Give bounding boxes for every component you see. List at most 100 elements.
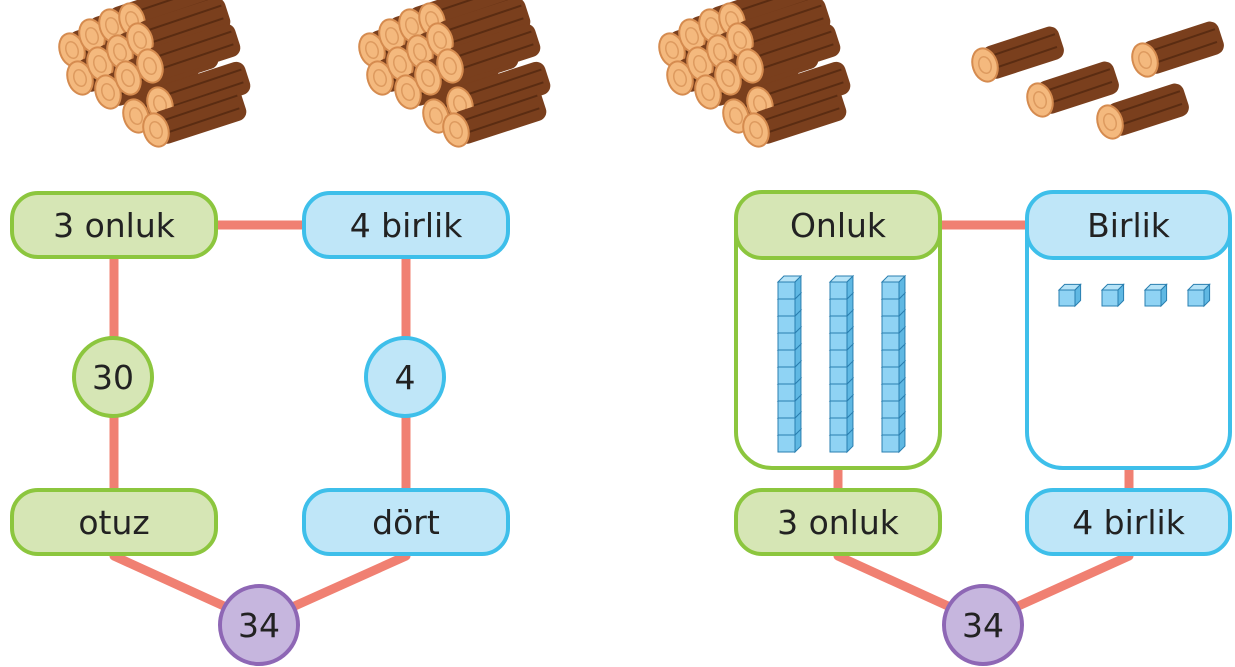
log-ring [721,68,735,88]
log [126,0,231,58]
left-total: 34 [218,584,300,666]
cube-front [829,332,848,351]
log-end [442,112,470,148]
cube-front [777,400,796,419]
log-grain [994,46,1058,70]
log-ring [105,16,119,36]
log-grain [465,107,540,135]
log-ring [978,55,992,75]
cube-front [881,349,900,368]
unit-cube [1186,283,1211,308]
unit-cube [776,308,803,335]
log-ring [733,30,747,50]
log-ring [673,68,687,88]
unit-cube [1057,283,1082,308]
log [1131,21,1224,78]
log-grain [159,94,238,123]
log-grain [453,30,532,59]
log-grain [988,33,1056,58]
log-ring [421,68,435,88]
log-ring [701,82,715,102]
log [726,0,831,58]
log-end [971,47,999,83]
log-grain [735,0,814,13]
log-grain [449,17,524,45]
log [1026,61,1119,118]
log-bundle-3 [658,0,851,148]
log-end [1131,42,1159,78]
log-grain [163,68,242,97]
log-end [1096,104,1124,140]
log-ring [385,26,399,46]
log-ring [743,56,757,76]
log-end [1026,82,1054,118]
cube-front [777,332,796,351]
log [971,26,1064,83]
right-ones-label: 4 birlik [1025,488,1232,556]
cube-front [829,315,848,334]
cube-front [777,315,796,334]
ten-rod [776,274,803,454]
cube-front [777,349,796,368]
log-illustrations [58,0,1224,148]
unit-cube [880,274,907,301]
tens-header: Onluk [734,190,942,260]
single-log-1 [971,26,1064,83]
left-ones-value: 4 [364,336,446,418]
cube-front [881,366,900,385]
log-ring [713,42,727,62]
log-grain [463,68,542,97]
unit-cubes [1057,283,1211,308]
log-grain [1113,90,1181,115]
connector-lines [109,220,1134,627]
log-grain [1148,28,1216,53]
log-grain [753,30,832,59]
left-tens-label: 3 onluk [10,191,218,259]
log-ring [373,68,387,88]
cube-front [881,417,900,436]
log [742,87,847,148]
left-tens-word: otuz [10,488,218,556]
log-grain [143,4,222,33]
log-ring [129,106,143,126]
log-ring [443,56,457,76]
cube-front [1058,289,1076,307]
log-ring [121,68,135,88]
cube-front [1101,289,1119,307]
ten-rod [828,274,855,454]
log-ring [65,40,79,60]
log-ring [149,120,163,140]
log-ring [365,40,379,60]
single-log-4 [1096,83,1189,140]
single-log-2 [1131,21,1224,78]
cube-front [777,434,796,453]
log-ring [665,40,679,60]
log-end [142,112,170,148]
log-ring [729,106,743,126]
log-ring [685,26,699,46]
log-grain [135,0,214,13]
log-grain [763,68,842,97]
log-ring [1103,112,1117,132]
log-grain [165,107,240,135]
log-ring [101,82,115,102]
log [136,23,241,84]
cube-front [1187,289,1205,307]
log-grain [443,4,522,33]
cube-front [777,298,796,317]
single-log-3 [1026,61,1119,118]
log-grain [769,81,844,109]
log-ring [393,54,407,74]
log [746,61,851,122]
log [142,87,247,148]
cube-front [829,366,848,385]
cube-front [829,383,848,402]
log-grain [759,94,838,123]
unit-cube [828,274,855,301]
log-ring [93,54,107,74]
log-grain [749,17,824,45]
log-ring [401,82,415,102]
unit-cube [1100,283,1125,308]
left-ones-label: 4 birlik [302,191,510,259]
